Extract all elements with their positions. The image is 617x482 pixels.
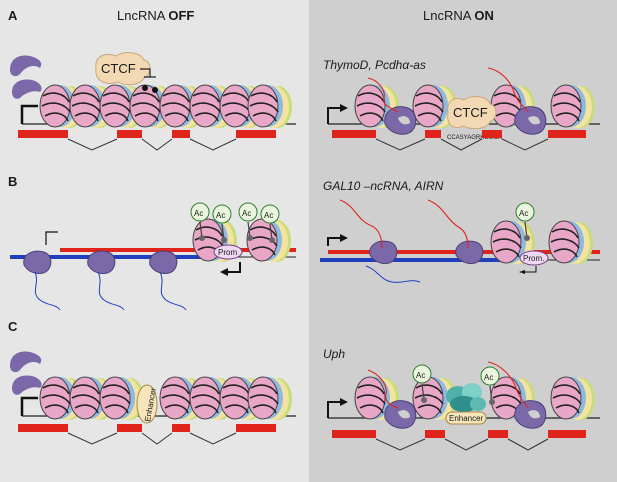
examples-c: Uph [323,347,345,361]
ctcf-off: CTCF [95,52,151,86]
polymerase-2 [514,106,547,135]
svg-text:Ac: Ac [484,373,493,382]
ctcf-motif: CCASYAGRKGGCR [447,135,503,141]
antisense-tss-arrow [226,262,241,273]
polymerase-2 [455,240,484,264]
panel-b-on: Ac Prom. [320,199,600,283]
ctcf-inhibition [140,68,156,78]
on-header: LncRNA ON [423,8,494,23]
enhancer-on: Enhancer [445,411,487,425]
antisense-transcript [97,271,125,311]
nucleosomes [39,84,293,129]
sense-strand [60,248,296,252]
examples-a: ThymoD, Pcdhα-as [323,58,426,72]
antisense-transcript [34,271,61,311]
tss-arrow-active [340,104,348,112]
acetyl-marks: Ac Ac Ac Ac [190,202,280,244]
antisense-strand [320,258,510,262]
panel-b-off: Ac Ac Ac Ac Prom [10,202,296,311]
panel-c-on: Enhancer Ac Ac [327,361,600,451]
polymerase-1 [384,106,417,135]
svg-text:Ac: Ac [216,211,225,220]
antisense-transcript [159,271,187,311]
svg-text:Ac: Ac [194,209,203,218]
exons [18,130,276,138]
antisense-tss-arrow [524,266,537,273]
polymerase-unbound [10,55,42,99]
svg-text:Ac: Ac [519,209,528,218]
enhancer-off: Enhancer [136,384,158,424]
panel-a-on: CTCF CCASYAGRKGGCR [327,67,600,151]
svg-text:Ac: Ac [242,209,251,218]
tss-arrow-blocked [45,231,58,245]
splice-lines [67,138,237,151]
svg-text:Prom: Prom [218,248,237,257]
panel-letter-b: B [8,174,17,189]
promoter-off: Prom [213,244,243,260]
tss-arrow-blocked [20,104,38,124]
polymerase-1 [369,240,398,264]
ctcf-on: CTCF [447,96,497,130]
ctcf-label-off: CTCF [101,61,136,76]
lncrna-transcript [487,67,529,113]
ctcf-label-on: CTCF [453,105,488,120]
antisense-polymerases [23,250,178,274]
panel-letter-c: C [8,319,18,334]
lncrna-transcript [367,77,399,113]
panel-a-off: CTCF [10,52,296,151]
svg-text:Enhancer: Enhancer [449,414,484,423]
panel-c-off: Enhancer [10,351,296,445]
mediator-complex [446,383,486,412]
svg-text:Prom.: Prom. [523,254,544,263]
svg-text:Ac: Ac [416,371,425,380]
off-header: LncRNA OFF [117,8,194,23]
promoter-on: Prom. [519,250,549,266]
examples-b: GAL10 –ncRNA, AIRN [323,179,444,193]
nucleosomes [39,376,293,421]
svg-text:Ac: Ac [264,211,273,220]
panel-letter-a: A [8,8,18,23]
